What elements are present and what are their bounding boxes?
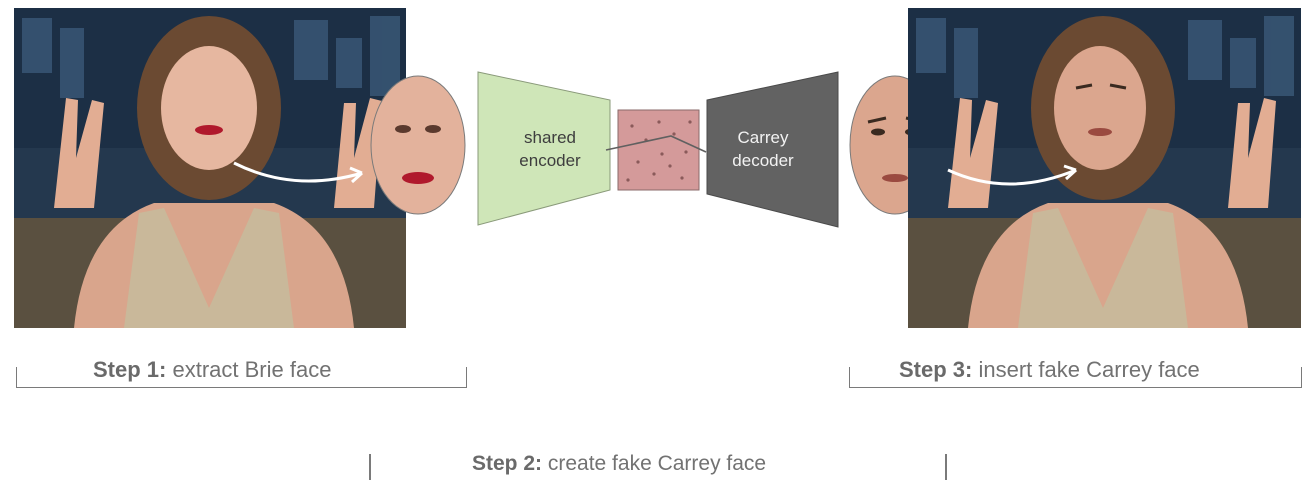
- step2-bracket-left: [369, 454, 371, 480]
- step1-caption: Step 1: extract Brie face: [93, 357, 331, 383]
- extracted-source-face: [369, 74, 467, 216]
- encoder-label: shared encoder: [490, 126, 610, 172]
- result-photo: [908, 8, 1301, 328]
- step2-caption: Step 2: create fake Carrey face: [472, 452, 766, 476]
- decoder-label: Carrey decoder: [708, 126, 818, 172]
- original-photo: [14, 8, 406, 328]
- step3-caption: Step 3: insert fake Carrey face: [899, 357, 1200, 383]
- step2-bracket-right: [945, 454, 947, 480]
